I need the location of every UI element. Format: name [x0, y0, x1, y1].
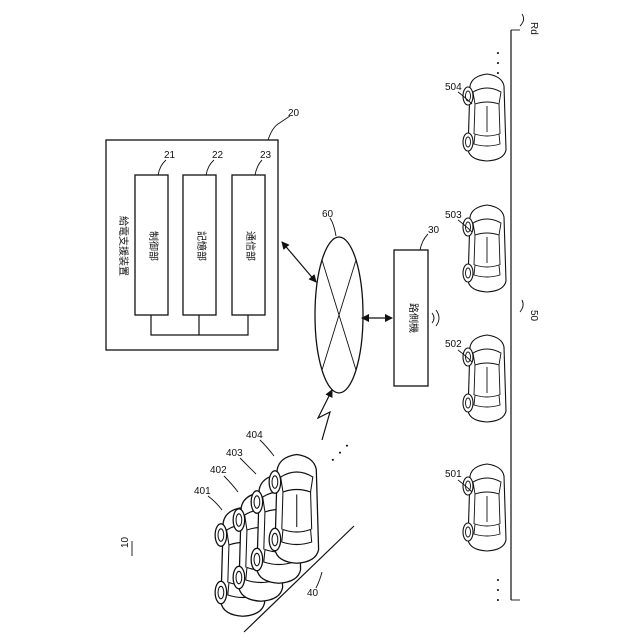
apparatus-ref: 20 — [288, 108, 300, 119]
network-ref: 60 — [322, 209, 334, 220]
communication-unit-ref: 23 — [260, 150, 272, 161]
road-vehicle-504: 504 — [445, 74, 506, 161]
road-ellipsis-bottom: ・・・ — [491, 575, 502, 605]
vehicle-502-label: 502 — [445, 339, 462, 350]
vehicle-402-leader — [224, 476, 238, 492]
parking-ellipsis: ・・・ — [326, 439, 355, 468]
communication-unit-label: 通信部 — [244, 231, 257, 261]
roadside-unit-label: 路側機 — [407, 303, 420, 333]
apparatus-leader — [268, 116, 290, 140]
parking-ref-leader — [316, 572, 322, 588]
road-vehicle-501: 501 — [445, 464, 506, 551]
apparatus-title: 給電支援装置 — [117, 216, 130, 276]
radio-wave-inner — [432, 313, 434, 323]
roadside-unit-ref: 30 — [428, 225, 440, 236]
power-supply-support-apparatus: 給電支援装置 20 制御部 21 記憶部 22 通信部 23 — [106, 108, 300, 350]
road-vehicle-502: 502 — [445, 335, 506, 422]
vehicle-401-leader — [208, 496, 222, 510]
vehicle-403-leader — [240, 458, 256, 474]
vehicle-503-label: 503 — [445, 210, 462, 221]
storage-unit-ref: 22 — [212, 150, 224, 161]
apparatus-network-link — [282, 242, 316, 282]
parking-vehicles: 401 402 403 404 ・・・ 40 — [194, 430, 355, 632]
wireless-link — [318, 390, 332, 440]
radio-wave-outer — [436, 310, 439, 326]
road-vehicle-503: 503 — [445, 205, 506, 292]
roadside-unit: 路側機 30 — [394, 225, 440, 386]
vehicle-402-label: 402 — [210, 465, 227, 476]
vehicle-404-label: 404 — [246, 430, 263, 441]
vehicle-403-label: 403 — [226, 448, 243, 459]
road-ref: 50 — [528, 310, 539, 322]
network: 60 — [315, 209, 363, 393]
storage-unit-label: 記憶部 — [195, 231, 208, 261]
system-ref-label: 10 — [120, 536, 131, 548]
vehicle-504-label: 504 — [445, 82, 462, 93]
control-unit-ref: 21 — [164, 150, 176, 161]
road-ref-leader — [520, 300, 523, 312]
road-ellipsis-top: ・・・ — [491, 48, 502, 78]
roadside-unit-leader — [420, 234, 428, 250]
road-label-leader — [520, 14, 524, 26]
control-unit-label: 制御部 — [147, 231, 160, 261]
network-leader — [330, 218, 336, 236]
parking-ref: 40 — [307, 588, 319, 599]
vehicle-401-label: 401 — [194, 486, 211, 497]
parking-vehicle-404 — [269, 455, 318, 564]
vehicle-404-leader — [260, 440, 274, 456]
road-label: Rd — [528, 22, 539, 35]
vehicle-501-label: 501 — [445, 469, 462, 480]
